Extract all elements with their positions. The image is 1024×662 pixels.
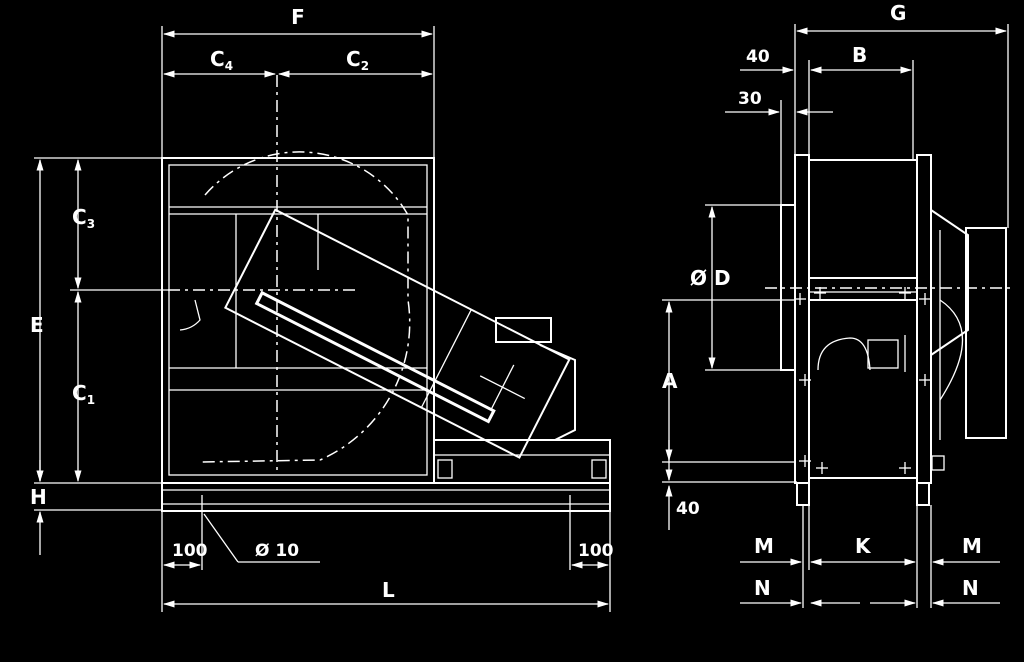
label-n-right: N	[962, 576, 979, 600]
label-e: E	[30, 313, 44, 337]
label-h: H	[30, 485, 47, 509]
label-40-top: 40	[746, 47, 770, 67]
side-view	[765, 154, 1010, 506]
label-c4: C4	[210, 47, 233, 73]
label-a: A	[662, 369, 678, 393]
pulley	[965, 227, 1007, 439]
motor	[495, 317, 552, 343]
label-f: F	[291, 5, 305, 29]
label-od: Ø D	[690, 266, 731, 290]
label-40-bottom: 40	[676, 499, 700, 519]
belt-guard	[223, 208, 571, 459]
label-n-left: N	[754, 576, 771, 600]
label-c2: C2	[346, 47, 369, 73]
base-frame	[161, 482, 611, 512]
label-g: G	[890, 1, 906, 25]
label-c1: C1	[72, 381, 95, 407]
impeller-outline	[199, 151, 411, 463]
label-b: B	[852, 43, 867, 67]
label-30: 30	[738, 89, 762, 109]
label-l: L	[382, 578, 395, 602]
motor-base	[433, 439, 611, 484]
label-hole: Ø 10	[255, 541, 299, 561]
label-k: K	[855, 534, 872, 558]
label-100-right: 100	[578, 541, 614, 561]
front-view	[161, 75, 611, 512]
label-m-right: M	[962, 534, 982, 558]
label-c3: C3	[72, 205, 95, 231]
label-100-left: 100	[172, 541, 208, 561]
label-m-left: M	[754, 534, 774, 558]
